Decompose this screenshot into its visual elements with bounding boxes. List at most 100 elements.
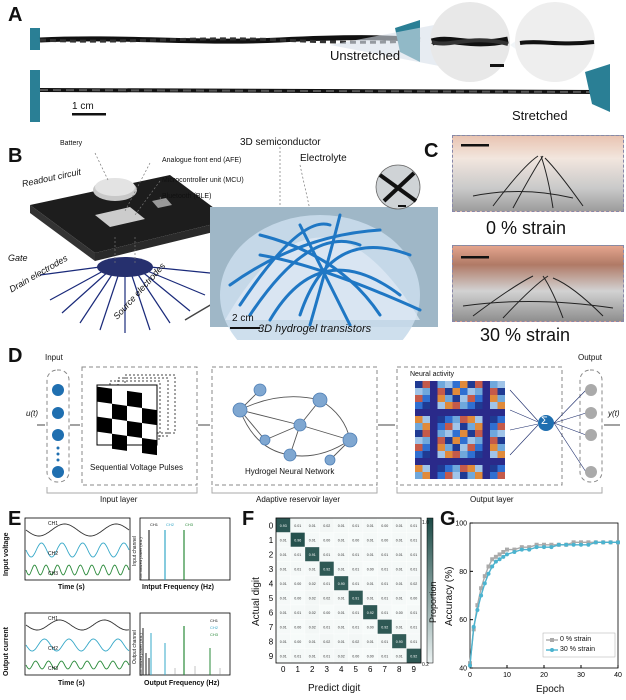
activity-cell [475,430,483,437]
ble-label: Bluetooth (BLE) [162,193,212,200]
matrix-value: 0.01 [280,625,287,629]
matrix-value: 0.00 [367,625,374,629]
activity-cell [415,409,423,416]
activity-cell [460,458,468,465]
data-point [490,564,495,569]
activity-cell [460,381,468,388]
activity-cell [430,388,438,395]
activity-cell [475,444,483,451]
data-point [505,547,509,552]
activity-cell [430,465,438,472]
matrix-value: 0.01 [352,611,359,615]
electrolyte-label: Electrolyte [300,153,347,164]
matrix-value: 0.00 [410,596,417,600]
data-point [571,540,576,545]
matrix-value: 0.01 [396,524,403,528]
activity-cell [475,465,483,472]
y-tick-label: 5 [269,594,274,603]
y-tick-label: 4 [269,579,274,588]
data-point [579,540,583,545]
activity-cell [445,437,453,444]
data-point [556,542,561,547]
activity-cell [430,458,438,465]
matrix-value: 0.01 [367,524,374,528]
matrix-value: 0.02 [309,582,316,586]
activity-cell [482,416,490,423]
x-tick-label: 8 [397,665,402,674]
activity-cell [430,437,438,444]
activity-cell [437,381,445,388]
activity-cell [490,416,498,423]
activity-cell [490,402,498,409]
data-point [493,559,498,564]
data-point [482,574,487,579]
activity-cell [497,451,505,458]
activity-cell [460,388,468,395]
matrix-value: 0.01 [338,625,345,629]
matrix-value: 0.01 [280,654,287,658]
activity-cell [422,437,430,444]
matrix-value: 0.00 [367,567,374,571]
matrix-value: 0.02 [323,596,330,600]
x-tick-label: 9 [412,665,417,674]
activity-cell [445,444,453,451]
matrix-value: 0.02 [309,611,316,615]
matrix-value: 0.01 [396,538,403,542]
matrix-value: 0.01 [294,654,301,658]
activity-cell [482,430,490,437]
matrix-value: 0.01 [309,567,316,571]
activity-cell [497,409,505,416]
matrix-value: 0.01 [323,553,330,557]
y-tick-label: 6 [269,608,274,617]
matrix-value: 0.01 [280,567,287,571]
matrix-value: 0.01 [294,567,301,571]
matrix-value: 0.01 [381,582,388,586]
matrix-value: 0.01 [381,640,388,644]
x-tick-label: 4 [339,665,344,674]
output-freq-label: Output Frequency (Hz) [144,680,220,687]
colorbar [426,517,434,664]
activity-cell [422,423,430,430]
activity-cell [430,395,438,402]
activity-cell [422,458,430,465]
activity-cell [482,444,490,451]
matrix-value: 0.01 [323,625,330,629]
activity-cell [490,472,498,479]
x-tick-label: 7 [383,665,388,674]
matrix-value: 0.01 [280,640,287,644]
activity-cell [452,395,460,402]
matrix-value: 0.01 [367,582,374,586]
activity-cell [482,395,490,402]
activity-cell [437,395,445,402]
f-cbar-top: 1.0 [422,520,429,526]
activity-cell [452,423,460,430]
input-voltage-label: Input voltage [3,532,10,576]
data-point [501,550,506,554]
activity-cell [467,472,475,479]
matrix-value: 0.01 [367,596,374,600]
matrix-value: 0.92 [323,567,330,571]
activity-cell [445,409,453,416]
activity-cell [422,416,430,423]
ch3-out-freq: CH3 [210,632,219,637]
legend-box [542,632,616,658]
afe-label: Analogue front end (AFE) [162,157,242,164]
photo-0-strain [452,135,624,212]
f-cbar-bottom: 0.2 [422,662,429,668]
data-point [505,552,509,557]
matrix-value: 0.01 [396,654,403,658]
activity-cell [430,451,438,458]
activity-cell [445,458,453,465]
matrix-value: 0.00 [294,596,301,600]
y-tick-label: 1 [269,536,274,545]
activity-cell [452,416,460,423]
input-freq-label: Intput Frequency (Hz) [142,584,214,591]
activity-cell [460,430,468,437]
activity-cell [482,472,490,479]
matrix-value: 0.01 [381,567,388,571]
matrix-value: 0.02 [323,524,330,528]
activity-cell [467,458,475,465]
matrix-value: 0.01 [367,640,374,644]
activity-cell [490,458,498,465]
strain-0-label: 0 % strain [486,218,567,238]
